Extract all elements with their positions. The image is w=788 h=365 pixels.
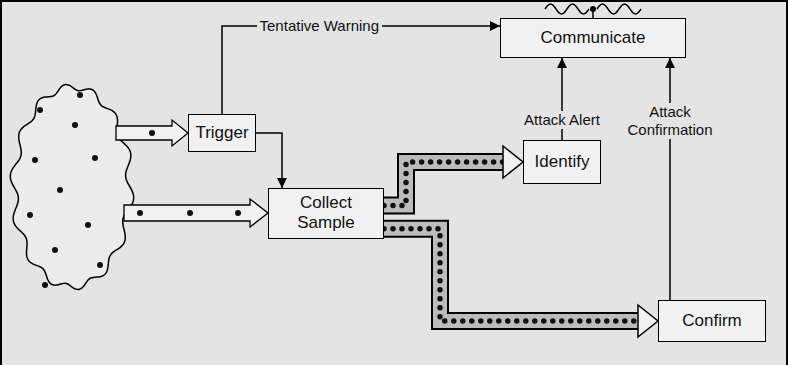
- particle-dot: [42, 282, 48, 288]
- sample-flow-arrow: [116, 120, 188, 146]
- connector-line: [669, 58, 671, 300]
- band-arrowhead: [638, 305, 658, 337]
- connector-line: [222, 26, 500, 114]
- particle-dot: [32, 157, 38, 163]
- radio-wave: [545, 4, 589, 14]
- particle-dots: [384, 162, 504, 205]
- sample-flow-connector: [384, 146, 523, 205]
- particle-dot: [52, 247, 58, 253]
- particle-dot: [37, 107, 43, 113]
- particle-dot: [27, 212, 33, 218]
- edge-label: Attack Alert: [521, 111, 603, 129]
- particle-dot: [77, 92, 83, 98]
- antenna-tip: [590, 6, 596, 12]
- particle-dot: [92, 155, 98, 161]
- band-outline: [384, 162, 504, 205]
- particle-dot: [187, 210, 193, 216]
- identify-box: Identify: [523, 140, 601, 184]
- particle-dot: [85, 222, 91, 228]
- sample-flow-arrow: [124, 199, 268, 227]
- communicate-box: Communicate: [500, 18, 686, 58]
- radio-wave: [597, 4, 641, 14]
- edge-label: Attack Confirmation: [611, 103, 729, 139]
- trigger-box: Trigger: [188, 114, 256, 152]
- particle-dot: [235, 210, 241, 216]
- signal-arrow: [222, 26, 500, 114]
- band-fill: [384, 162, 504, 205]
- band-fill: [384, 229, 639, 321]
- connector-line: [256, 133, 282, 188]
- box-label: Identify: [535, 152, 590, 172]
- particle-dot: [57, 187, 63, 193]
- box-label: Trigger: [195, 123, 248, 143]
- sample-flow-connector: [384, 229, 658, 337]
- box-label: Confirm: [682, 311, 742, 331]
- band-outline: [384, 229, 639, 321]
- particle-dots: [384, 229, 639, 321]
- agent-cloud: [10, 85, 133, 290]
- particle-dot: [137, 210, 143, 216]
- particle-dot: [97, 262, 103, 268]
- box-label: Communicate: [541, 28, 646, 48]
- particle-dot: [72, 122, 78, 128]
- particle-dot: [149, 130, 155, 136]
- signal-arrow: [670, 58, 671, 300]
- confirm-box: Confirm: [658, 300, 766, 342]
- collect-sample-box: Collect Sample: [268, 188, 384, 239]
- box-label: Collect Sample: [275, 193, 377, 234]
- edge-label: Tentative Warning: [257, 17, 383, 35]
- band-arrowhead: [503, 146, 523, 178]
- signal-arrow: [256, 133, 282, 188]
